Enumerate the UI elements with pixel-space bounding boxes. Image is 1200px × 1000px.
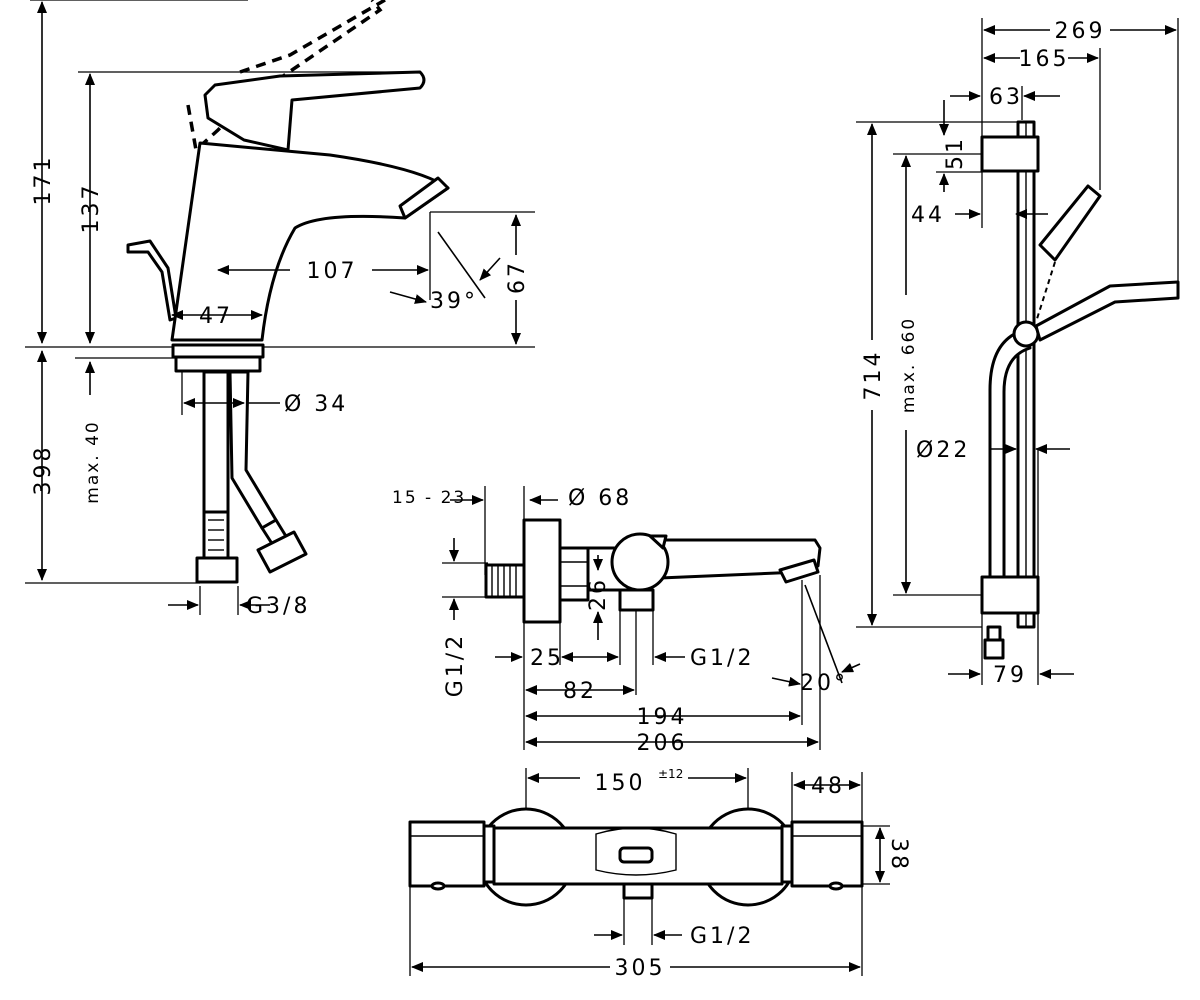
shower-holder-51-label: 51 [943, 136, 968, 170]
shower-set-view: 269 165 63 51 44 714 max. 660 Ø22 79 [856, 18, 1180, 688]
thermostat-front-view: 150 ±12 48 38 G1/2 305 [408, 767, 911, 981]
basin-angle-label: 39° [430, 289, 478, 314]
shower-holder-63-label: 63 [989, 85, 1023, 110]
bath-depth-82-label: 82 [563, 679, 597, 704]
thermostat-connection-label: G1/2 [690, 924, 754, 949]
bath-mixer-side-view: 15 - 23 Ø 68 G1/2 25 26 G1/2 82 194 206 … [392, 486, 861, 756]
shower-height-714-label: 714 [861, 350, 886, 401]
thermostat-centers-label: 150 [595, 771, 646, 796]
bath-connection-mid-label: G1/2 [690, 646, 754, 671]
bath-rosette-diameter-label: Ø 68 [568, 486, 632, 511]
bath-height-26-label: 26 [586, 577, 611, 611]
thermostat-length-305-label: 305 [615, 956, 666, 981]
basin-below-counter-label: 398 [31, 445, 56, 496]
basin-spout-reach-label: 107 [307, 259, 358, 284]
basin-mixer-view: 171 137 398 max. 40 107 47 Ø 34 39° 67 G… [25, 0, 535, 619]
bath-depth-194-label: 194 [637, 705, 688, 730]
bath-connection-left-label: G1/2 [443, 633, 468, 697]
shower-wall-79-label: 79 [993, 663, 1027, 688]
basin-base-width-label: 47 [199, 304, 233, 329]
shower-width-165-label: 165 [1019, 47, 1070, 72]
bath-depth-206-label: 206 [637, 731, 688, 756]
thermostat-tolerance-label: ±12 [658, 767, 683, 781]
shower-bar-diameter-label: Ø22 [916, 438, 970, 463]
bath-wall-range-label: 15 - 23 [392, 488, 466, 508]
basin-height-total-label: 171 [31, 155, 56, 206]
shower-max-660-label: max. 660 [899, 317, 919, 413]
bath-angle-label: 20° [800, 671, 848, 696]
basin-hole-diameter-label: Ø 34 [284, 392, 348, 417]
basin-outlet-height-label: 67 [505, 260, 530, 294]
shower-offset-44-label: 44 [911, 203, 945, 228]
thermostat-depth-38-label: 38 [886, 838, 911, 872]
thermostat-end-48-label: 48 [811, 774, 845, 799]
basin-connection-label: G3/8 [246, 594, 310, 619]
shower-width-269-label: 269 [1055, 19, 1106, 44]
bath-offset-25-label: 25 [530, 646, 564, 671]
basin-max-thickness-label: max. 40 [83, 420, 103, 503]
basin-height-spout-label: 137 [79, 183, 104, 234]
